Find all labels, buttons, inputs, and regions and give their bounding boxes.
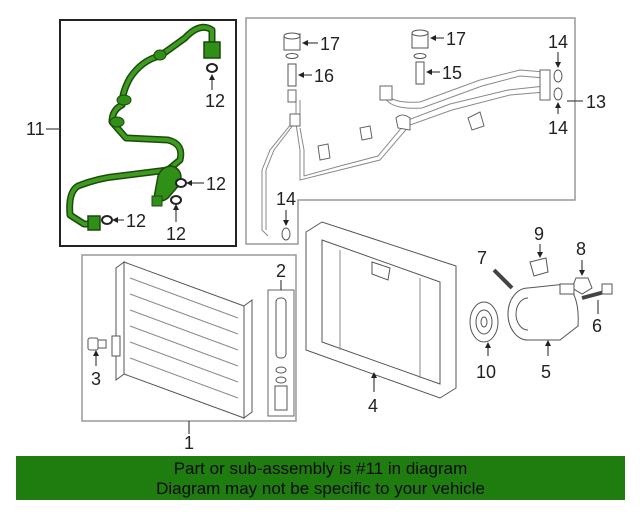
valve-core-15[interactable] (415, 61, 425, 85)
cap-17-left[interactable] (283, 32, 301, 59)
condenser-part-1[interactable] (111, 261, 253, 419)
nut-part-8[interactable] (571, 277, 593, 295)
bolt-part-6[interactable] (581, 283, 613, 300)
hose-assembly-part-11[interactable] (66, 23, 221, 231)
callout-12-bottom: 12 (166, 224, 186, 244)
clutch-part-10[interactable] (469, 301, 499, 343)
cap-17-right[interactable] (411, 29, 429, 59)
callout-17-left: 17 (320, 34, 340, 54)
callout-15: 15 (442, 63, 462, 83)
compressor-part-5[interactable] (507, 283, 579, 341)
callout-1: 1 (184, 433, 194, 453)
lines-assembly-frame (245, 17, 576, 245)
callout-14-lower-left: 14 (276, 189, 296, 209)
ac-lines-part-13[interactable] (261, 69, 551, 237)
bolt-part-7[interactable] (492, 268, 514, 290)
callout-7: 7 (477, 248, 487, 268)
valve-core-16[interactable] (287, 63, 297, 87)
callout-2: 2 (276, 261, 286, 281)
callout-13: 13 (586, 92, 606, 112)
callout-16: 16 (314, 66, 334, 86)
callout-17-right: 17 (446, 29, 466, 49)
callout-3: 3 (91, 369, 101, 389)
bracket-part-9[interactable] (529, 257, 549, 277)
callout-9: 9 (534, 224, 544, 244)
o-ring-12-left[interactable] (101, 215, 124, 225)
callout-14-top: 14 (548, 32, 568, 52)
seal-14-top[interactable] (553, 69, 563, 83)
callout-12-left: 12 (126, 211, 146, 231)
o-ring-12-top[interactable] (206, 63, 218, 90)
o-ring-12-bottom[interactable] (170, 195, 182, 222)
callout-4: 4 (368, 396, 378, 416)
seal-14-bottom[interactable] (553, 87, 563, 101)
banner-line-1: Part or sub-assembly is #11 in diagram (173, 459, 468, 478)
callout-12-top: 12 (205, 91, 225, 111)
callout-14-bottom: 14 (548, 118, 568, 138)
callout-10: 10 (476, 362, 496, 382)
info-banner: Part or sub-assembly is #11 in diagram D… (16, 456, 625, 500)
callout-5: 5 (541, 362, 551, 382)
callout-11: 11 (26, 119, 45, 139)
o-ring-12-right[interactable] (175, 178, 204, 188)
hose-assembly-frame (59, 19, 237, 247)
callout-6: 6 (592, 316, 602, 336)
fitting-part-3[interactable] (87, 337, 107, 351)
banner-line-2: Diagram may not be specific to your vehi… (156, 479, 485, 498)
drier-part-2[interactable] (274, 297, 288, 411)
seal-14-lower-left[interactable] (281, 227, 291, 241)
shroud-part-4[interactable] (305, 221, 457, 399)
callout-8: 8 (576, 239, 586, 259)
parts-diagram: 12 12 12 12 11 13 (26, 17, 613, 453)
callout-12-right: 12 (206, 174, 226, 194)
